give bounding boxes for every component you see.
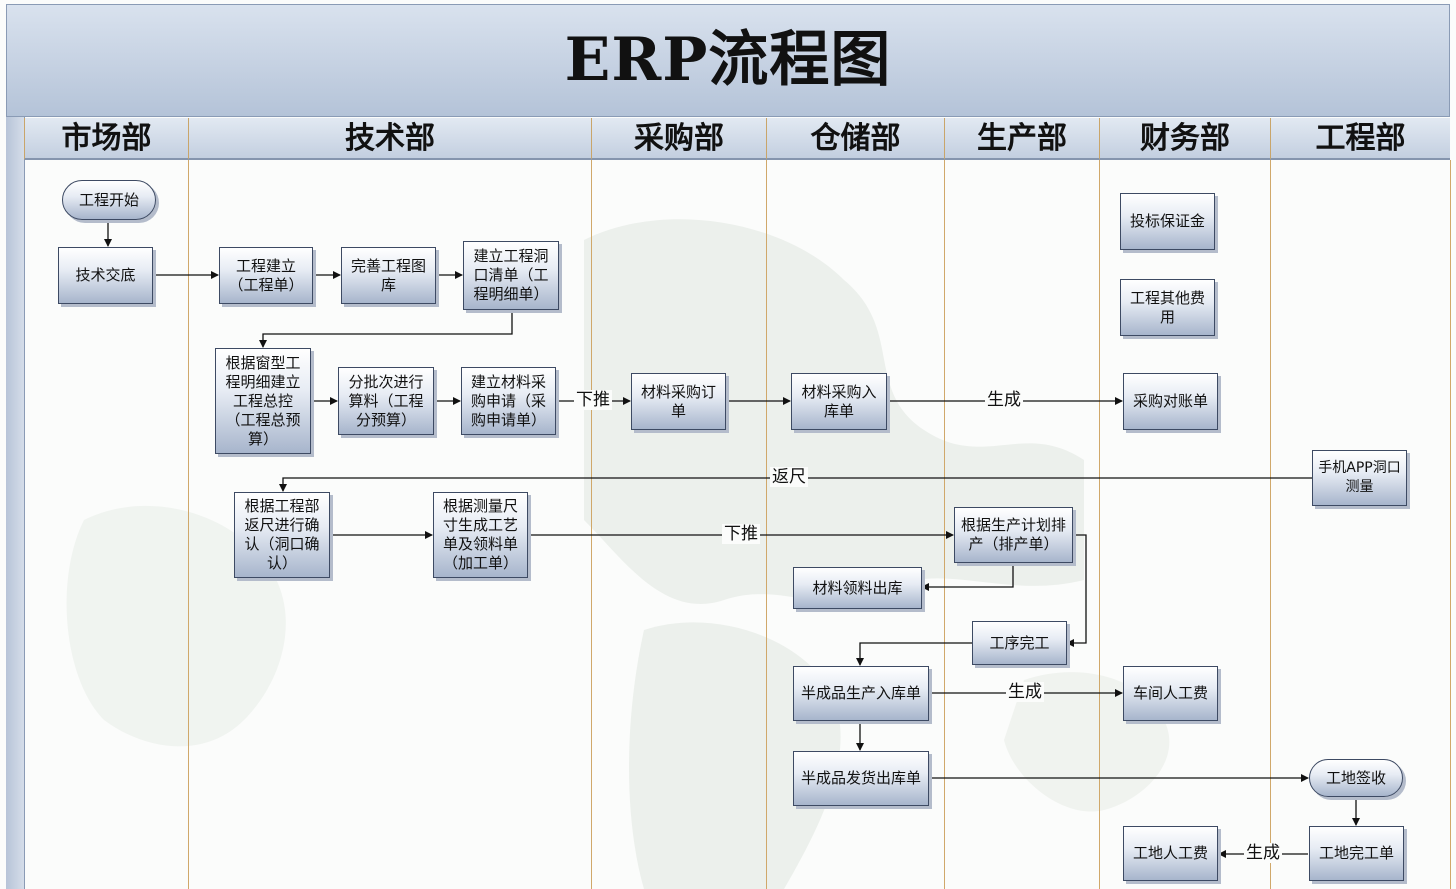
node-production-schedule: 根据生产计划排 产（排产单） <box>954 507 1073 563</box>
node-project-create: 工程建立 （工程单） <box>219 247 313 304</box>
lane-divider <box>944 160 945 889</box>
edge-label-generate: 生成 <box>1244 843 1282 863</box>
node-purchase-receipt: 材料采购入 库单 <box>791 373 887 430</box>
node-reconciliation: 采购对账单 <box>1123 373 1218 430</box>
lane-header-production: 生产部 <box>944 118 1099 160</box>
edge-label-return-size: 返尺 <box>770 467 808 487</box>
lane-divider <box>766 160 767 889</box>
node-material-issue: 材料领料出库 <box>793 567 922 609</box>
page-title: ERP流程图 <box>564 25 892 95</box>
lane-header-purchase: 采购部 <box>591 118 766 160</box>
node-site-labor: 工地人工费 <box>1123 826 1218 881</box>
node-site-signoff: 工地签收 <box>1309 759 1403 797</box>
edge-opening-to-budget <box>259 310 513 348</box>
node-drawing-library: 完善工程图 库 <box>341 247 436 304</box>
node-bid-deposit: 投标保证金 <box>1120 193 1215 250</box>
lane-divider <box>1450 160 1451 889</box>
title-bar: ERP流程图 <box>6 4 1450 117</box>
edge-label-push: 下推 <box>574 390 612 410</box>
edge-schedule-to-done <box>1066 534 1087 647</box>
node-semi-finished-in: 半成品生产入库单 <box>793 666 929 721</box>
node-purchase-request: 建立材料采 购申请（采 购申请单） <box>461 367 556 435</box>
lane-divider <box>188 160 189 889</box>
node-semi-finished-out: 半成品发货出库单 <box>793 751 929 806</box>
node-workshop-labor: 车间人工费 <box>1123 666 1218 721</box>
lane-divider <box>1270 160 1271 889</box>
node-app-measurement: 手机APP洞口 测量 <box>1312 450 1407 506</box>
node-project-start: 工程开始 <box>62 180 156 220</box>
node-other-fees: 工程其他费 用 <box>1120 279 1215 336</box>
lane-header-market: 市场部 <box>24 118 188 160</box>
edge-app-to-confirm <box>279 477 1312 492</box>
lane-divider <box>591 160 592 889</box>
edge-label-push: 下推 <box>722 524 760 544</box>
lane-header-tech: 技术部 <box>188 118 591 160</box>
edge-schedule-to-issue <box>921 563 1014 591</box>
node-total-budget: 根据窗型工 程明细建立 工程总控 （工程总预 算） <box>215 348 311 454</box>
edge-done-to-semi-in <box>856 642 972 666</box>
node-batch-calculation: 分批次进行 算料（工程 分预算） <box>338 367 434 435</box>
node-site-complete: 工地完工单 <box>1309 826 1404 881</box>
node-process-sheet: 根据测量尺 寸生成工艺 单及领料单 （加工单） <box>433 492 528 578</box>
edge-label-generate: 生成 <box>985 390 1023 410</box>
node-process-complete: 工序完工 <box>972 621 1067 665</box>
lane-divider <box>1099 160 1100 889</box>
node-opening-list: 建立工程洞 口清单（工 程明细单） <box>463 241 559 310</box>
node-purchase-order: 材料采购订 单 <box>631 373 726 430</box>
edge-label-generate: 生成 <box>1006 682 1044 702</box>
side-bar <box>6 117 25 889</box>
lane-header-finance: 财务部 <box>1099 118 1270 160</box>
node-confirm-measurement: 根据工程部 返尺进行确 认（洞口确 认） <box>234 492 330 578</box>
node-tech-handover: 技术交底 <box>58 247 153 304</box>
lane-header-engineering: 工程部 <box>1270 118 1450 160</box>
lane-header-warehouse: 仓储部 <box>766 118 944 160</box>
